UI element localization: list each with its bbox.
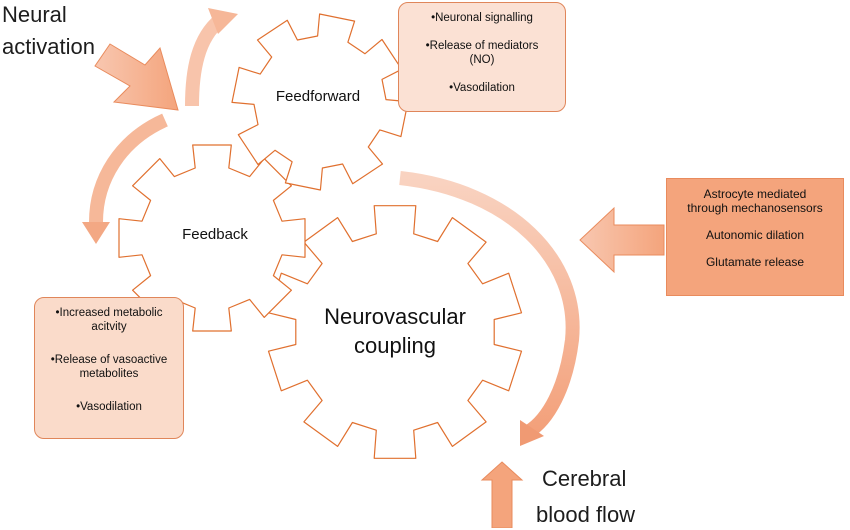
coupling-flow-arrowhead xyxy=(520,420,544,446)
feedback-cycle-arrowhead xyxy=(82,222,110,244)
cerebral-blood-flow-arrow xyxy=(480,461,524,528)
gear-neurovascular-label: Neurovascular coupling xyxy=(300,302,490,360)
feedforward-steps-box: •Neuronal signalling •Release of mediato… xyxy=(398,2,566,112)
gear-feedback xyxy=(118,144,306,332)
feedforward-step-2-line2: (NO) xyxy=(469,54,495,66)
feedforward-step-3: •Vasodilation xyxy=(449,82,515,94)
mechanisms-input-arrow xyxy=(579,206,665,274)
feedback-step-1-line1: •Increased metabolic xyxy=(55,307,163,319)
gear-feedforward xyxy=(231,13,409,191)
feedback-step-2-line2: metabolites xyxy=(79,368,139,380)
feedforward-step-1: •Neuronal signalling xyxy=(431,12,533,24)
cerebral-blood-flow-line1: Cerebral xyxy=(542,466,627,491)
feedback-step-2-line1: •Release of vasoactive xyxy=(50,354,168,366)
neural-activation-arrow xyxy=(94,43,179,111)
neural-activation-line1: Neural xyxy=(2,2,67,27)
coupling-flow-arrow xyxy=(399,171,580,438)
neural-activation-line2: activation xyxy=(2,34,95,59)
gear-feedback-label: Feedback xyxy=(182,226,248,243)
gear-neurovascular-line2: coupling xyxy=(354,333,436,358)
mechanisms-box: Astrocyte mediated through mechanosensor… xyxy=(666,178,844,296)
feedforward-cycle-arrow xyxy=(185,14,225,107)
feedforward-cycle-arrowhead xyxy=(208,8,238,34)
feedback-step-1-line2: acitvity xyxy=(91,321,127,333)
gear-neurovascular-line1: Neurovascular xyxy=(324,304,466,329)
feedback-steps-box: •Increased metabolic acitvity •Release o… xyxy=(34,297,184,439)
mechanism-autonomic-dilation: Autonomic dilation xyxy=(705,228,805,242)
cerebral-blood-flow-label: Cerebral blood flow xyxy=(536,464,635,530)
feedforward-step-2-line1: •Release of mediators xyxy=(425,40,539,52)
feedback-cycle-arrow xyxy=(89,113,168,223)
gear-feedforward-label: Feedforward xyxy=(275,88,361,105)
mechanism-astrocyte-line1: Astrocyte mediated xyxy=(703,187,807,201)
neural-activation-label: Neural activation xyxy=(2,0,95,62)
mechanism-astrocyte-line2: through mechanosensors xyxy=(687,201,823,215)
cerebral-blood-flow-line2: blood flow xyxy=(536,502,636,527)
mechanism-glutamate-release: Glutamate release xyxy=(705,255,805,269)
feedback-step-3: •Vasodilation xyxy=(76,401,142,413)
